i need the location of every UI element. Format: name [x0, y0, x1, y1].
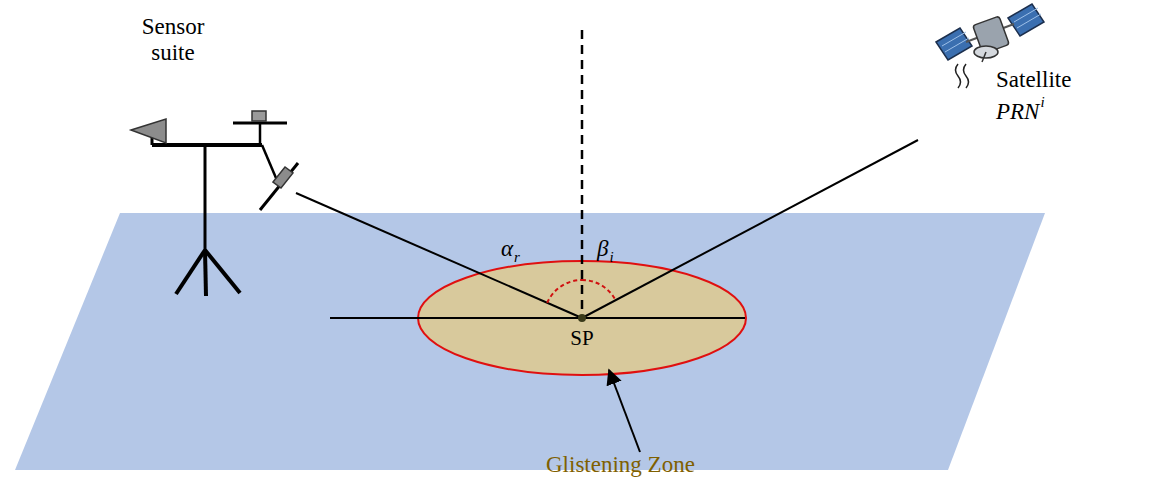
- sensor-suite: [131, 111, 298, 296]
- specular-point: [578, 314, 586, 322]
- normal-line: [581, 30, 584, 318]
- satellite-icon: [936, 4, 1044, 62]
- angle-symbol: α: [501, 236, 513, 262]
- signal-wave: [964, 64, 969, 88]
- satellite-prn: PRN: [996, 99, 1039, 125]
- angle-subscript: r: [514, 249, 520, 266]
- incident-ray: [582, 140, 918, 318]
- leader-arrow: [609, 370, 640, 452]
- reflected-ray: [296, 193, 582, 318]
- prn-superscript: i: [1040, 94, 1044, 111]
- ground-plane: [15, 213, 1045, 470]
- zone-label: Glistening Zone: [546, 452, 695, 478]
- angle-subscript: i: [609, 249, 613, 266]
- angle-arc: [582, 280, 616, 300]
- axis-line: [330, 317, 745, 319]
- point-label: SP: [570, 326, 593, 350]
- angle-arc: [547, 280, 582, 303]
- device-label: Sensor suite: [128, 14, 218, 67]
- signal-wave: [956, 64, 961, 88]
- angle-symbol: β: [597, 236, 608, 262]
- satellite-label: Satellite: [996, 67, 1071, 93]
